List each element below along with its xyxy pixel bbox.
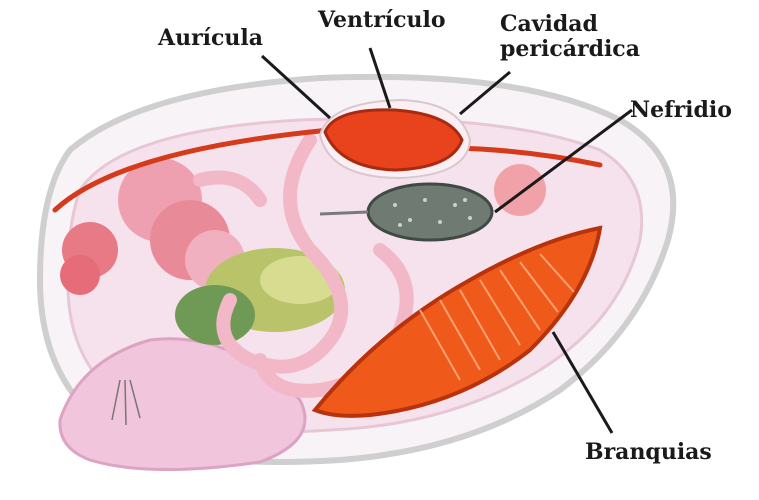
label-cavidad-pericardica: Cavidad pericárdica xyxy=(500,12,640,62)
label-branquias: Branquias xyxy=(585,440,712,465)
label-auricula: Aurícula xyxy=(158,26,263,51)
label-cavidad-line1: Cavidad xyxy=(500,12,640,37)
label-cavidad-line2: pericárdica xyxy=(500,37,640,62)
label-ventriculo: Ventrículo xyxy=(318,8,446,33)
label-nefridio: Nefridio xyxy=(630,98,732,123)
nephridium xyxy=(368,184,492,240)
nephridium-duct xyxy=(320,212,368,214)
